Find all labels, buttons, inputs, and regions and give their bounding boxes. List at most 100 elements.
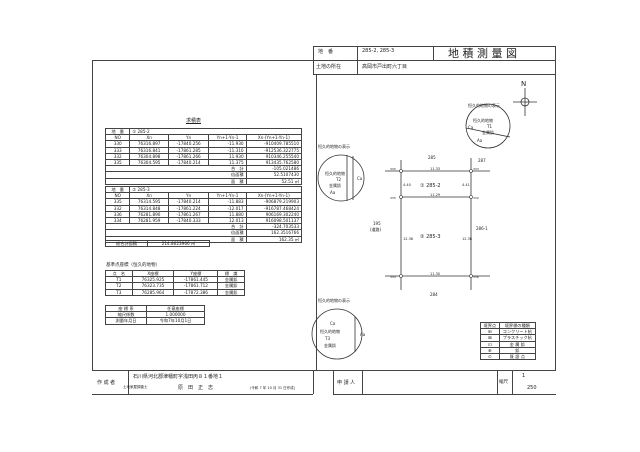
survey-rows-0-0: 座 標 系 bbox=[104, 304, 148, 313]
table-row: 測量年月日令和7年10月1日 bbox=[104, 317, 205, 325]
drawing-p335: 335 bbox=[390, 196, 396, 200]
author-name: 原 田 正 志 bbox=[178, 385, 214, 391]
legend-rows-3-1: 鋲 bbox=[498, 346, 537, 355]
north-label: N bbox=[521, 80, 526, 88]
calc-lots-1-rows-0-4: -906879.219903 bbox=[245, 198, 303, 206]
calc-lots-1-rows-1-0: 332 bbox=[104, 204, 131, 212]
basepoints-rows-2-3: 金属鋲 bbox=[217, 288, 245, 296]
calc-lots-0-rows-2-4: 910346.255540 bbox=[245, 152, 303, 161]
drawing-t2: T2 bbox=[335, 177, 341, 182]
basepoints-rows-1-3: 金属鋲 bbox=[217, 282, 245, 290]
calc-lots-1-rows-2-0: 336 bbox=[104, 210, 131, 219]
page-title: 地 積 測 量 図 bbox=[448, 47, 517, 60]
calc-lots-0-double: 52.5107430 bbox=[245, 171, 303, 179]
survey-rows-2-0: 測量年月日 bbox=[104, 317, 148, 325]
drawing-p336: 336 bbox=[473, 275, 479, 279]
legend-rows-1-1: プラスチック杭 bbox=[498, 334, 537, 342]
perm-title-left: 恒久的地物の表示 bbox=[318, 143, 350, 149]
calc-lots-0-rows-2-0: 332 bbox=[104, 152, 131, 161]
scale-label: 縮尺 bbox=[499, 380, 508, 385]
calc-lots-0-rows-1-1: 76316.841 bbox=[129, 146, 169, 154]
scale-numerator: 1 bbox=[522, 373, 526, 379]
created-date: (令和 7 年 10 月 31 日作成) bbox=[250, 386, 296, 390]
drawing-road: (道路) bbox=[370, 226, 382, 232]
calc-lots-1-rows-3-1: 76281.959 bbox=[129, 216, 169, 225]
calc-lots-0-rows-3-0: 335 bbox=[104, 158, 131, 167]
calc-lots-0-columns-0: NO bbox=[104, 134, 131, 142]
drawing-perm_label: 恒久的地物 bbox=[325, 170, 345, 176]
drawing-ca: Ca bbox=[330, 321, 336, 326]
legend-rows-2-1: 金 属 鋲 bbox=[498, 340, 537, 348]
author-label: 作 成 者 bbox=[97, 380, 116, 386]
drawing-perm_label: 恒久的地物 bbox=[320, 328, 340, 334]
calc-lots-1-area: 162.35 ㎡ bbox=[245, 235, 303, 243]
basepoints-rows-0-3: 金属鋲 bbox=[217, 276, 245, 284]
drawing-d_l2: 12.38 bbox=[403, 237, 413, 241]
basepoints-columns-3: 標 識 bbox=[217, 269, 245, 278]
survey-rows-0-1: 任意座標 bbox=[146, 304, 205, 313]
calc-lots-1-rows-0-1: 76314.595 bbox=[129, 198, 169, 206]
legend-rows-4-0: ⊙ bbox=[480, 352, 500, 361]
calc-lots-1-rows-0-0: 335 bbox=[104, 198, 131, 206]
drawing-aa: Aa bbox=[330, 190, 336, 195]
legend-rows-0-1: コンクリート杭 bbox=[498, 328, 537, 336]
location-value: 高岡市戸出町六丁目 bbox=[362, 64, 408, 70]
drawing-n_left: 195 bbox=[373, 221, 381, 226]
marker-legend: 境界点境界標の種類 ⊞コンクリート杭 ⊠プラスチック杭 ⊡金 属 鋲 ⊕鋲 ⊙既… bbox=[480, 321, 537, 361]
calc-lots-1-columns-1: Xn bbox=[129, 192, 169, 200]
calc-lots-0-area: 52.51 ㎡ bbox=[245, 177, 303, 185]
chiban-label: 地 番 bbox=[318, 49, 334, 55]
calc-lots-0-rows-3-1: 76304.595 bbox=[129, 158, 169, 167]
drawing-p332: 332 bbox=[473, 196, 479, 200]
author-address: 石川県河北郡津幡町字浅田丙８１番地１ bbox=[133, 374, 224, 380]
drawing-t3: T3 bbox=[324, 336, 330, 341]
lot-285-3: ② 285-3 bbox=[420, 234, 441, 240]
calc-lots-0-sum: -105.021486 bbox=[245, 165, 303, 173]
calc-lots-0-rows-0-0: 330 bbox=[104, 140, 131, 148]
chiban-value: 285-2, 285-3 bbox=[362, 48, 395, 54]
drawing-aa: Aa bbox=[477, 138, 483, 143]
calc-lots-1-rows-2-4: 906169.302240 bbox=[245, 210, 303, 219]
scale-denominator: 250 bbox=[527, 385, 537, 391]
drawing-ca: Ca bbox=[357, 176, 363, 181]
survey-rows-2-1: 令和7年10月1日 bbox=[146, 317, 205, 325]
calc-lots-1-columns-4: Xn·(Yn+1-Yn-1) bbox=[245, 192, 303, 200]
perm-title-top: 恒久的地物の表示 bbox=[468, 102, 500, 108]
drawing-metal: 金属鋲 bbox=[329, 182, 341, 188]
calc-lots-1-columns-0: NO bbox=[104, 192, 131, 200]
drawing-n_bottom: 284 bbox=[430, 292, 438, 297]
drawing-t1: T1 bbox=[486, 124, 492, 129]
calc-lots-1-double: 162.3516766 bbox=[245, 229, 303, 237]
drawing-n_right: 286-1 bbox=[476, 226, 488, 231]
calc-lots-0-columns-4: Xn·(Yn+1-Yn-1) bbox=[245, 134, 303, 142]
drawing-d_l1: 4.40 bbox=[403, 183, 411, 187]
calc-lots-1-rows-3-0: 334 bbox=[104, 216, 131, 225]
drawing-d_r2: 12.38 bbox=[462, 237, 472, 241]
perm-title-bottom: 恒久的地物の表示 bbox=[318, 297, 350, 303]
applicant-label: 申 請 人 bbox=[337, 380, 356, 386]
table-row: ⊡金 属 鋲 bbox=[480, 340, 537, 348]
location-label: 土地の所在 bbox=[316, 64, 342, 70]
drawing-aa: Aa bbox=[360, 332, 366, 337]
basepoints-title: 基準点座標（恒久的地物） bbox=[106, 263, 160, 268]
calc-lots-0-rows-0-1: 76316.897 bbox=[129, 140, 169, 148]
calc-lots-0-rows-0-4: -910409.785510 bbox=[245, 140, 303, 148]
calc-lots-0-rows-1-4: -912536.322775 bbox=[245, 146, 303, 154]
calc-lots-0-rows-1-0: 333 bbox=[104, 146, 131, 154]
calc-title: 求積表 bbox=[186, 118, 202, 124]
table-row: 座 標 系任意座標 bbox=[104, 304, 205, 313]
